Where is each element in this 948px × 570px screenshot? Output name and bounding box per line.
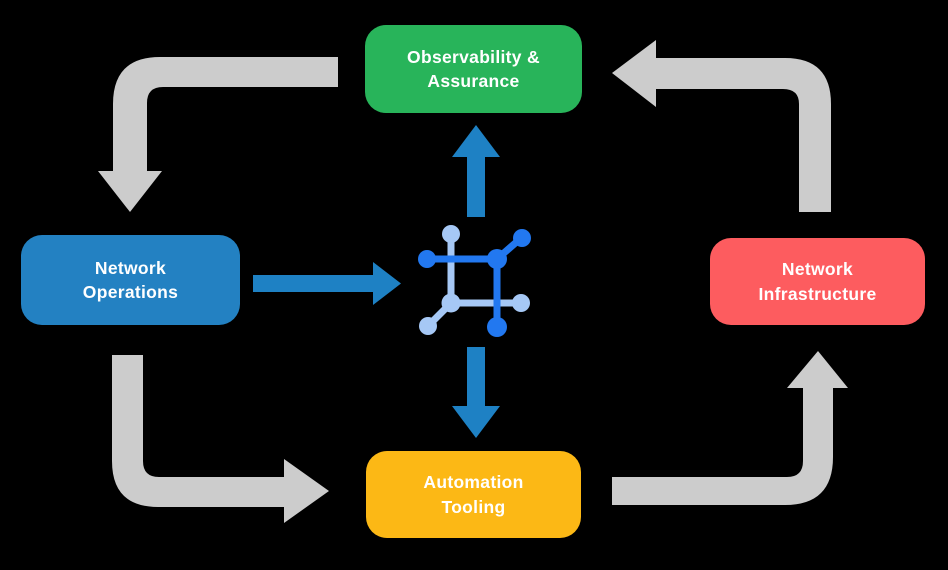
cycle-arrow-automation-to-infrastructure: [612, 351, 848, 505]
flow-arrow-center-to-observability: [452, 125, 500, 217]
node-network-operations: Network Operations: [21, 235, 240, 325]
node-label-line: Operations: [82, 282, 179, 302]
flow-arrow-operations-to-center: [253, 262, 401, 305]
node-label-line: Observability &: [407, 46, 540, 67]
network-mesh-icon-light-part: [419, 225, 530, 335]
node-label-line: Automation: [423, 472, 524, 492]
flow-arrow-center-to-automation: [452, 347, 500, 438]
cycle-arrow-observability-to-operations: [98, 57, 338, 212]
node-label-line: Network: [94, 257, 167, 278]
node-observability-assurance: Observability & Assurance: [365, 25, 582, 113]
node-label-line: Network: [781, 259, 854, 279]
network-mesh-icon-dark-part: [418, 229, 531, 337]
cycle-arrow-infrastructure-to-observability: [612, 40, 831, 212]
node-label-line: Tooling: [441, 496, 506, 517]
node-automation-tooling: Automation Tooling: [366, 451, 581, 538]
cycle-arrow-operations-to-automation: [112, 355, 329, 523]
node-network-infrastructure: Network Infrastructure: [710, 238, 925, 325]
node-label-line: Assurance: [427, 71, 520, 91]
network-mesh-icon: [418, 225, 531, 337]
node-label-line: Infrastructure: [758, 283, 877, 304]
